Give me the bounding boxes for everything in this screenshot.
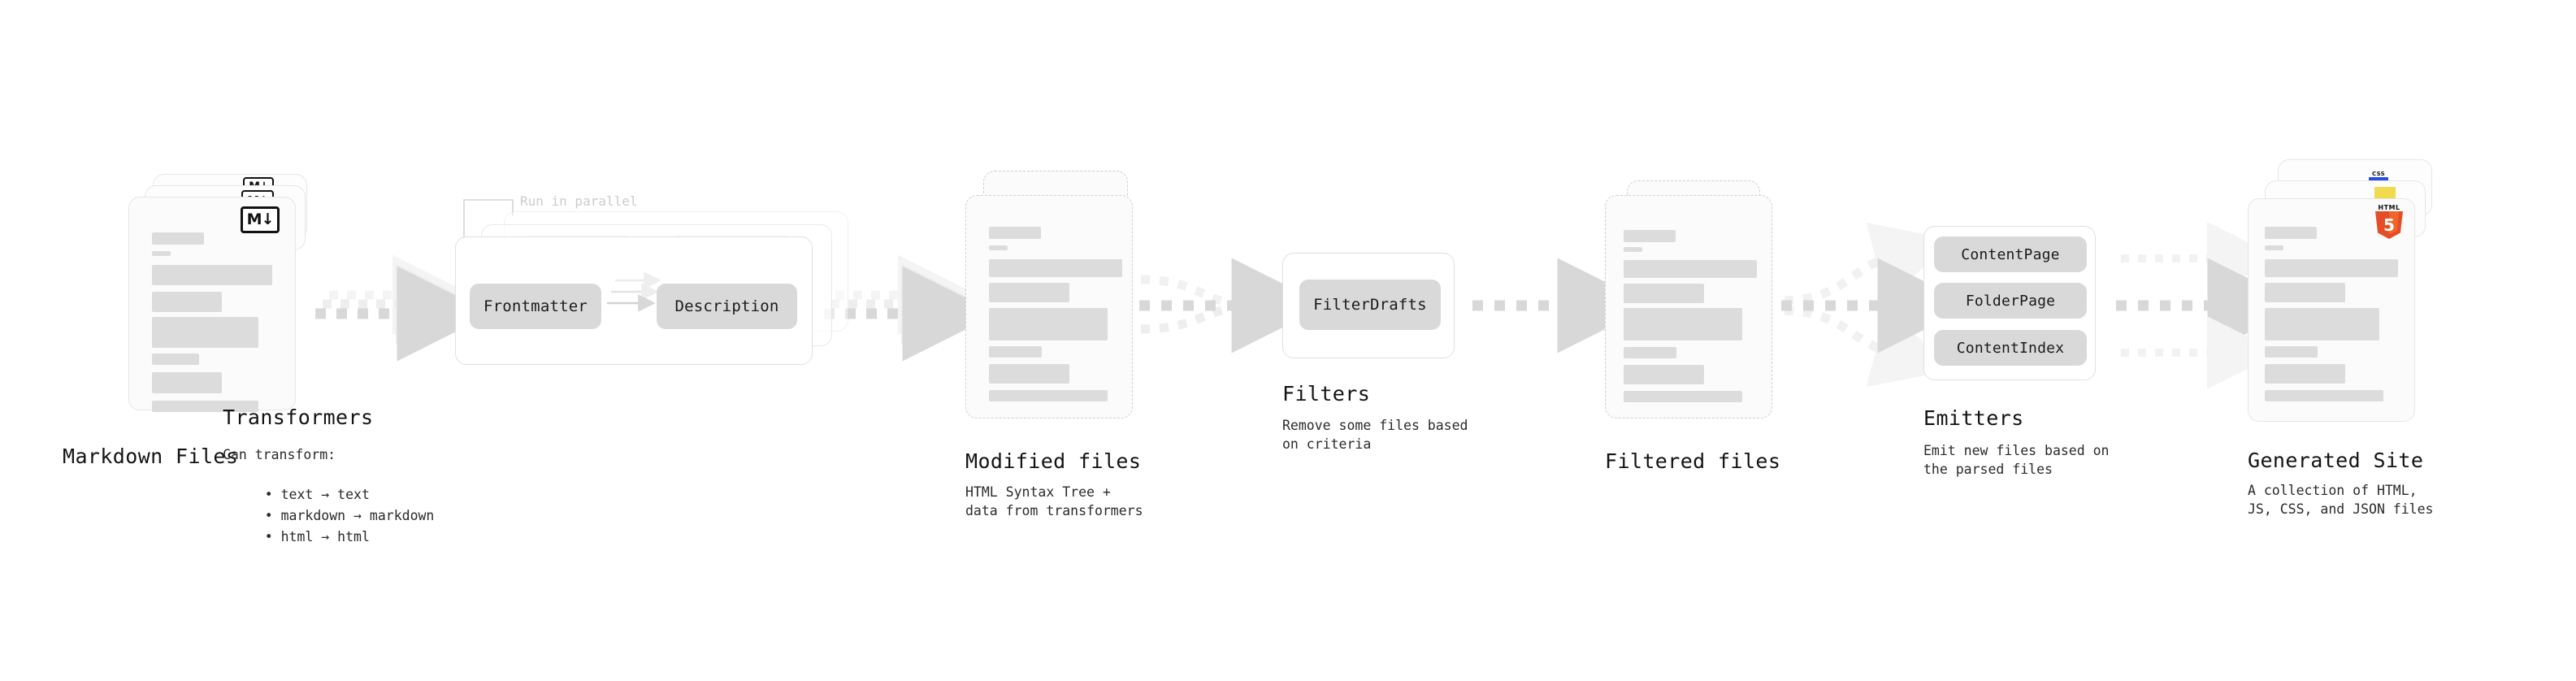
emitter-pill-contentindex[interactable]: ContentIndex	[1934, 330, 2087, 366]
html5-icon-number: 5	[2383, 215, 2395, 235]
doc-bar	[152, 372, 222, 393]
stage-title-transformers: Transformers	[223, 406, 374, 429]
bullet-dot: •	[264, 529, 281, 545]
doc-bar	[2265, 346, 2318, 358]
doc-bar	[1624, 365, 1704, 384]
connector-emitters-to-site	[2116, 222, 2303, 389]
generated-site-subtitle: A collection of HTML, JS, CSS, and JSON …	[2248, 483, 2434, 518]
filtered-file-card-front	[1605, 195, 1772, 419]
html5-icon: HTML 5	[2375, 204, 2403, 239]
doc-bar	[2265, 364, 2345, 384]
filter-pill-filterdrafts[interactable]: FilterDrafts	[1299, 280, 1441, 330]
doc-bar	[1624, 284, 1704, 303]
doc-bar	[152, 251, 171, 256]
transformer-pill-description[interactable]: Description	[657, 284, 797, 329]
stage-title-modified-files: Modified files	[965, 449, 1142, 473]
html5-icon-caption: HTML	[2378, 204, 2400, 211]
doc-bar	[1624, 247, 1642, 252]
filters-subtitle: Remove some files based on criteria	[1282, 418, 1468, 453]
stage-title-emitters: Emitters	[1923, 406, 2024, 430]
connector-markdown-to-transformers	[315, 254, 492, 362]
stage-title-filters: Filters	[1282, 382, 1371, 406]
doc-bar	[152, 292, 222, 312]
doc-bar	[989, 390, 1108, 401]
doc-bar	[152, 265, 272, 285]
doc-bar	[2265, 308, 2379, 340]
emitters-subtitle: Emit new files based on the parsed files	[1923, 443, 2110, 478]
modified-file-card-front	[965, 195, 1133, 419]
doc-bar	[1624, 308, 1742, 340]
doc-bar	[1624, 230, 1676, 242]
html5-icon-shield-inner	[2389, 211, 2399, 235]
bullet-dot: •	[264, 508, 281, 524]
doc-bar	[152, 317, 258, 348]
stage-title-markdown-files: Markdown Files	[63, 445, 239, 468]
doc-bar	[989, 227, 1041, 239]
doc-bar	[1624, 347, 1676, 358]
css-icon-label: CSS	[2372, 171, 2385, 177]
css-icon: CSS	[2369, 171, 2388, 181]
connector-filtered-to-emitters	[1781, 222, 1973, 388]
doc-bar	[2265, 227, 2317, 239]
connector-modified-to-filters	[1139, 258, 1327, 354]
emitter-pill-folderpage[interactable]: FolderPage	[1934, 283, 2087, 319]
doc-bar	[152, 232, 204, 245]
doc-bar	[2265, 283, 2345, 302]
doc-bar	[1624, 391, 1742, 402]
doc-bar	[1624, 260, 1757, 278]
markdown-icon: M↓	[241, 206, 280, 233]
bullet-dot: •	[264, 487, 281, 503]
transformers-bullet-0: • text → text	[264, 487, 370, 503]
emitter-pill-contentpage[interactable]: ContentPage	[1934, 236, 2087, 272]
transformers-bullet-1: • markdown → markdown	[264, 508, 435, 524]
transformers-bullet-2: • html → html	[264, 529, 370, 545]
doc-bar	[2265, 390, 2383, 401]
transformers-subtitle: Can transform:	[223, 447, 336, 462]
doc-bar	[2265, 259, 2398, 277]
run-in-parallel-note: Run in parallel	[520, 193, 638, 209]
transformer-pill-frontmatter[interactable]: Frontmatter	[470, 284, 601, 329]
doc-bar	[989, 245, 1008, 250]
stage-title-filtered-files: Filtered files	[1605, 449, 1781, 473]
doc-bar	[152, 401, 258, 412]
modified-files-subtitle: HTML Syntax Tree + data from transformer…	[965, 484, 1143, 519]
doc-bar	[152, 354, 199, 365]
generated-file-card-front	[2248, 198, 2415, 422]
doc-bar	[989, 308, 1108, 340]
doc-bar	[989, 259, 1122, 277]
doc-bar	[989, 346, 1042, 358]
doc-bar	[989, 283, 1069, 302]
stage-title-generated-site: Generated Site	[2248, 449, 2424, 472]
doc-bar	[2265, 245, 2283, 250]
doc-bar	[989, 364, 1069, 384]
